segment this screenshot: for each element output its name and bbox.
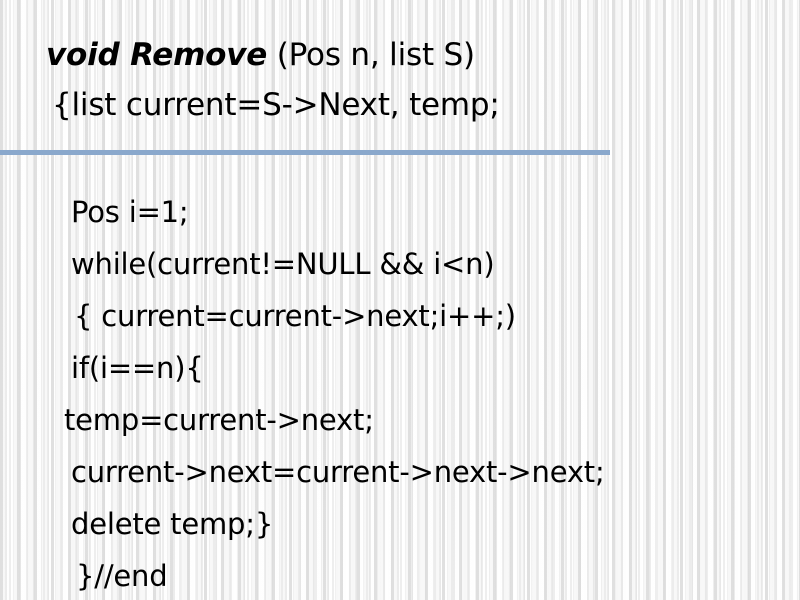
code-line-6: current->next=current->next->next;: [71, 455, 605, 489]
code-line-8: }//end: [76, 559, 168, 593]
slide-title-block: void Remove (Pos n, list S) {list curren…: [0, 30, 800, 130]
title-divider-rule: [0, 150, 610, 155]
code-line-7: delete temp;}: [71, 507, 274, 541]
code-line-4: if(i==n){: [71, 351, 204, 385]
code-body-block: Pos i=1; while(current!=NULL && i<n) { c…: [0, 186, 800, 600]
code-line-1: Pos i=1;: [71, 195, 189, 229]
code-line-5: temp=current->next;: [64, 403, 374, 437]
function-name-text: void Remove: [46, 37, 268, 73]
function-parameters-text: (Pos n, list S): [267, 37, 475, 73]
code-line-3: { current=current->next;i++;): [74, 299, 516, 333]
function-signature-line: void Remove (Pos n, list S): [0, 30, 800, 80]
code-line-2: while(current!=NULL && i<n): [71, 247, 495, 281]
function-body-open-line: {list current=S->Next, temp;: [52, 87, 500, 123]
